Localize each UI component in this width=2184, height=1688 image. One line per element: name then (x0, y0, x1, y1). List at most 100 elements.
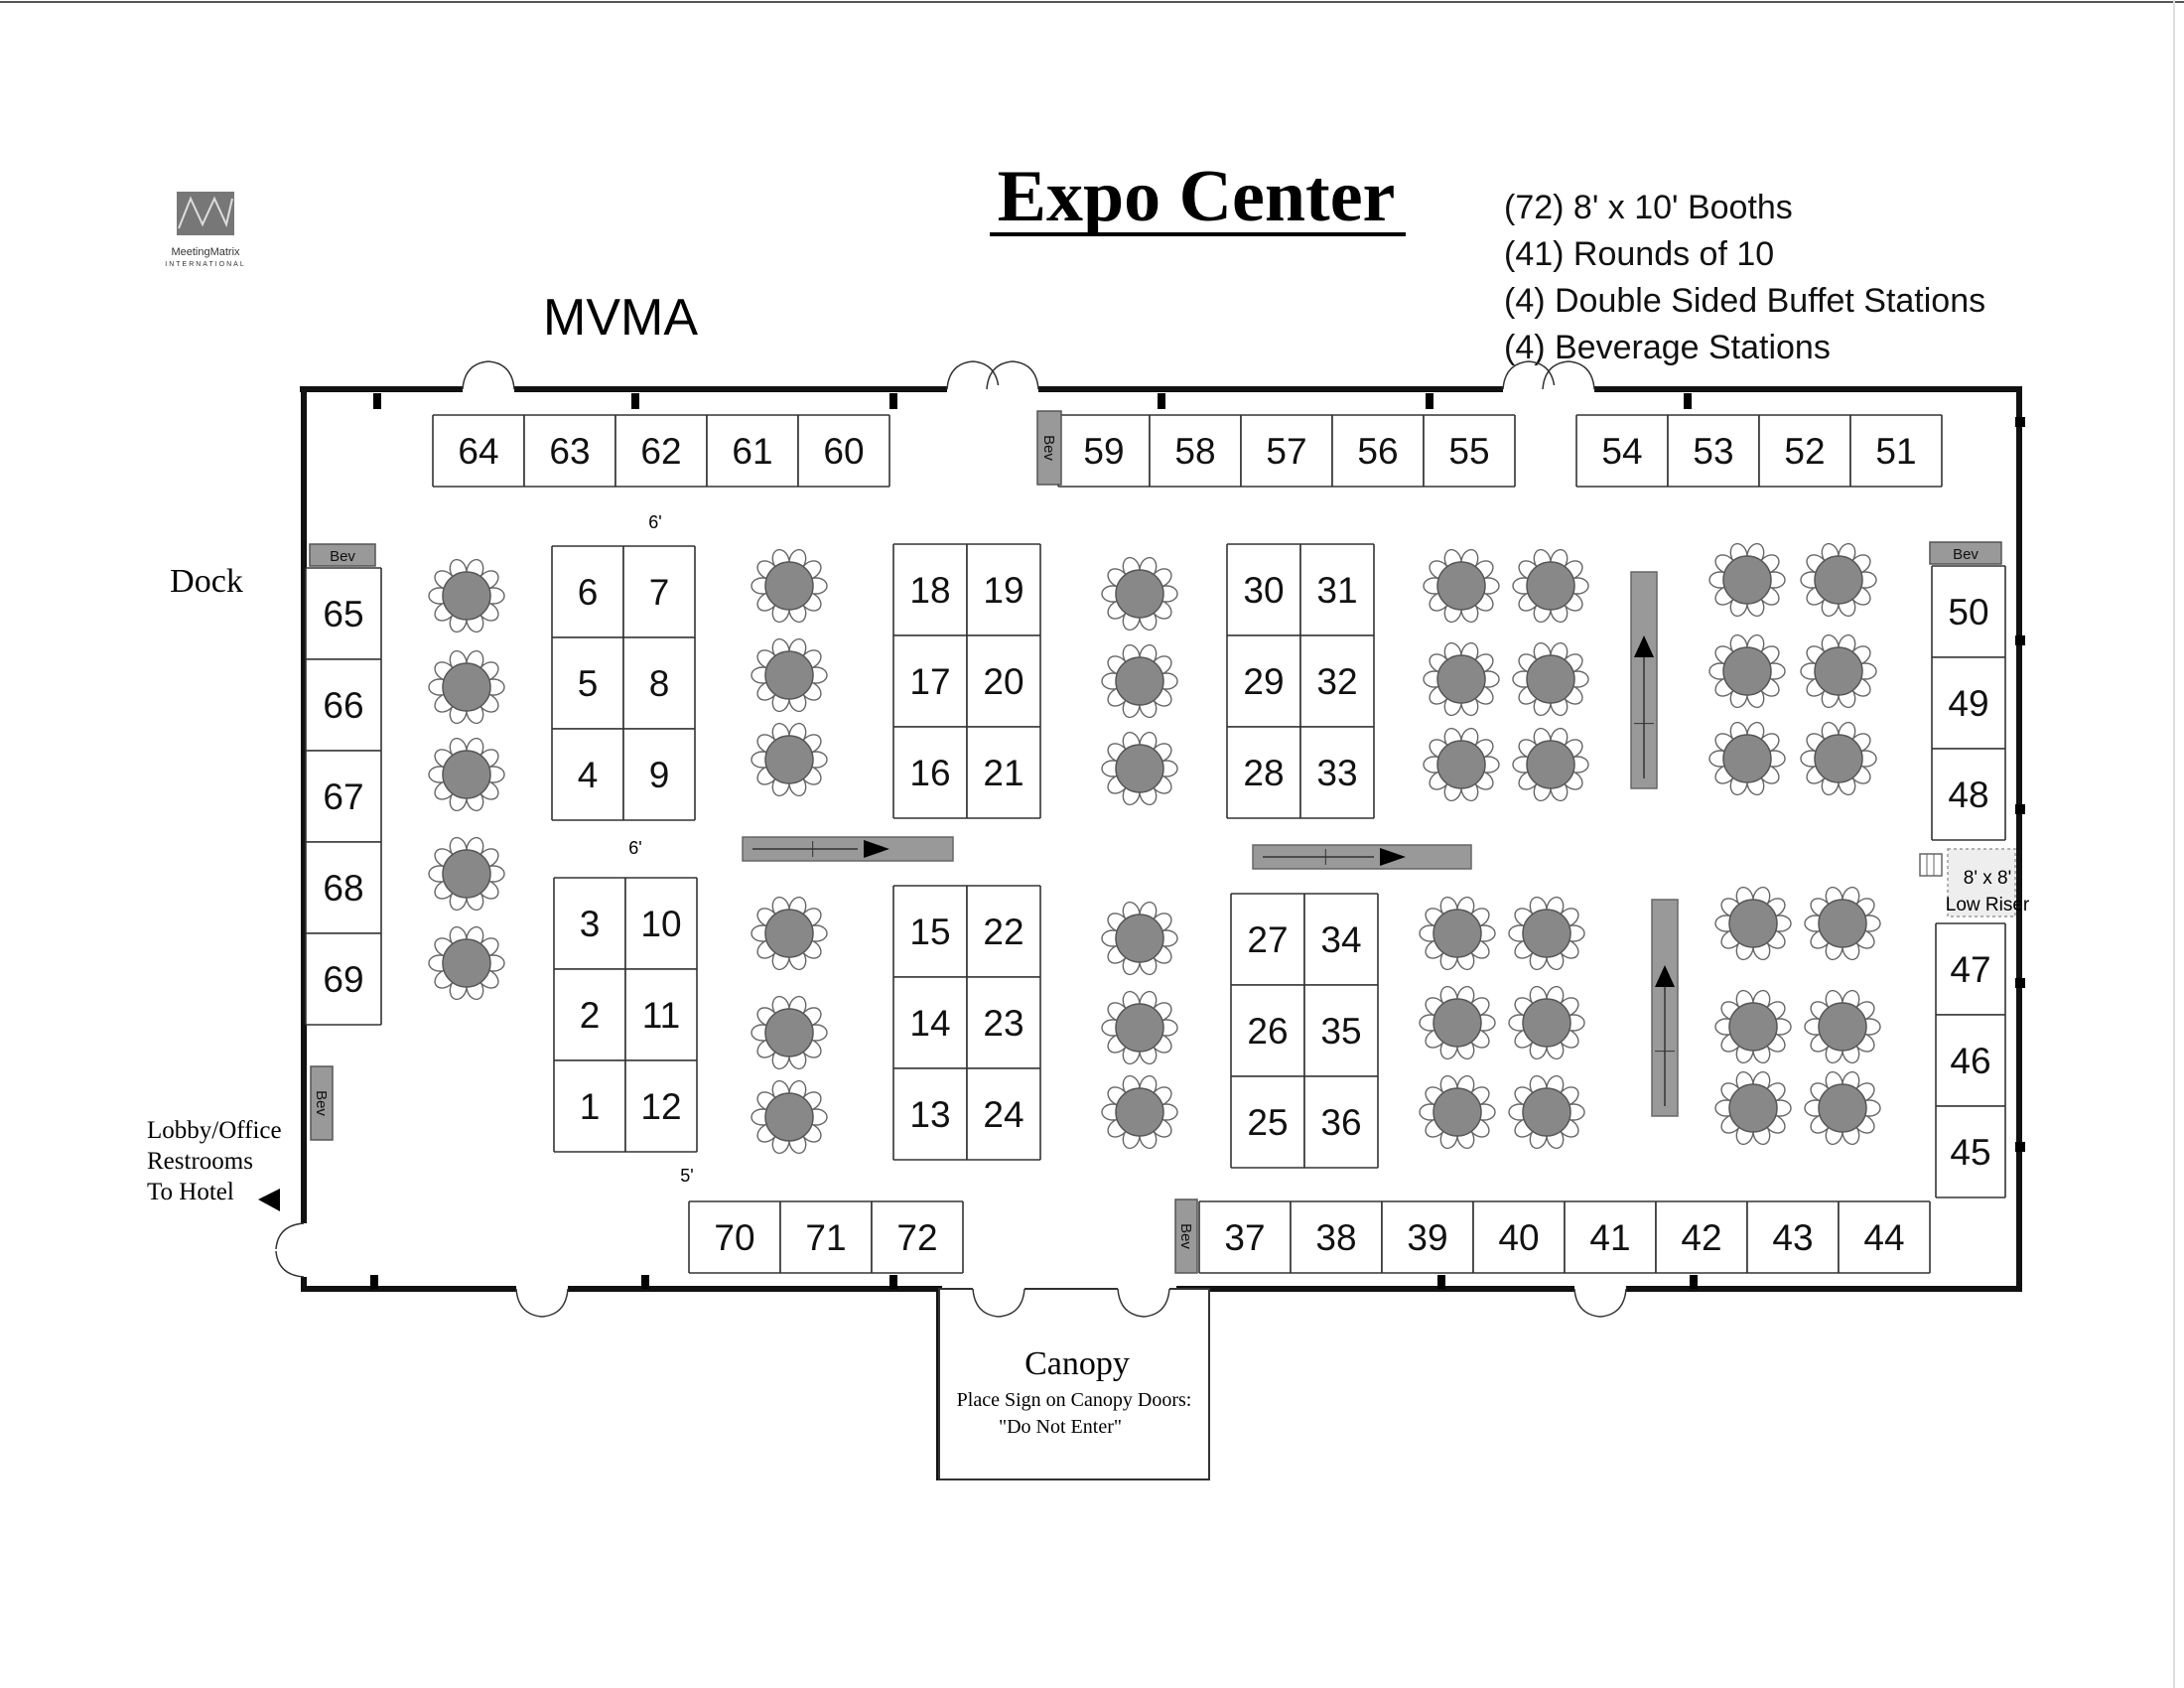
booth-number: 2 (580, 995, 601, 1036)
booth-number: 54 (1601, 431, 1642, 472)
canopy-title: Canopy (1024, 1345, 1130, 1382)
gap-label-6ft-top: 6' (648, 512, 661, 532)
round-table-icon (1423, 641, 1500, 717)
booth-42: 42 (1655, 1200, 1748, 1274)
booth-number: 65 (323, 594, 363, 634)
booth-20: 20 (966, 634, 1041, 728)
lobby-line-2: Restrooms (147, 1148, 253, 1175)
riser-size: 8' x 8' (1964, 868, 2011, 889)
round-table-icon (751, 722, 828, 797)
booth-62: 62 (614, 414, 708, 488)
booth-number: 7 (649, 572, 670, 613)
booth-number: 69 (323, 959, 363, 1000)
booth-number: 5 (578, 663, 599, 704)
booth-number: 41 (1589, 1217, 1630, 1258)
booth-43: 43 (1746, 1200, 1840, 1274)
booth-number: 37 (1224, 1217, 1265, 1258)
booth-5: 5 (551, 636, 624, 730)
booth-number: 19 (983, 570, 1024, 611)
door-icon (515, 1285, 569, 1318)
booth-number: 58 (1174, 431, 1215, 472)
summary-list: (72) 8' x 10' Booths (41) Rounds of 10 (… (1504, 189, 1985, 366)
booth-4: 4 (551, 728, 624, 821)
booth-number: 71 (805, 1217, 846, 1258)
round-table-icon (428, 836, 505, 912)
booth-number: 9 (649, 755, 670, 795)
booth-66: 66 (305, 658, 382, 752)
booth-14: 14 (892, 976, 968, 1069)
booth-48: 48 (1931, 748, 2006, 841)
booth-32: 32 (1299, 634, 1375, 728)
booth-number: 29 (1243, 661, 1284, 702)
round-table-icon (1101, 643, 1178, 719)
round-table-icon (1508, 896, 1585, 971)
booth-9: 9 (622, 728, 696, 821)
booth-number: 39 (1407, 1217, 1447, 1258)
round-tables (428, 542, 1881, 1155)
round-table-icon (751, 637, 828, 713)
low-riser: 8' x 8' Low Riser (1919, 848, 2030, 917)
booth-number: 49 (1948, 683, 1988, 724)
booth-number: 59 (1083, 431, 1124, 472)
booth-53: 53 (1667, 414, 1760, 488)
booth-41: 41 (1564, 1200, 1657, 1274)
booth-number: 64 (458, 431, 498, 472)
round-table-icon (1800, 633, 1877, 709)
booth-number: 24 (983, 1094, 1024, 1135)
booth-49: 49 (1931, 656, 2006, 750)
booth-17: 17 (892, 634, 968, 728)
booth-number: 16 (909, 753, 950, 793)
booth-number: 47 (1950, 949, 1990, 990)
booth-51: 51 (1849, 414, 1943, 488)
booth-52: 52 (1758, 414, 1851, 488)
beverage-station: Bev (1929, 541, 2002, 565)
booth-number: 31 (1316, 570, 1357, 611)
doors (275, 360, 1627, 1318)
arrow-right-icon (864, 840, 889, 858)
booth-63: 63 (523, 414, 616, 488)
booth-64: 64 (432, 414, 525, 488)
booth-15: 15 (892, 885, 968, 978)
booth-number: 13 (909, 1094, 950, 1135)
round-table-icon (1512, 548, 1589, 624)
booth-number: 55 (1448, 431, 1489, 472)
booth-number: 44 (1863, 1217, 1904, 1258)
org-label: MVMA (543, 289, 698, 347)
canopy-note-line-1: Place Sign on Canopy Doors: (957, 1389, 1192, 1411)
bev-label: Bev (330, 548, 355, 565)
booth-number: 36 (1320, 1102, 1361, 1143)
booth-number: 45 (1950, 1132, 1990, 1173)
lobby-line-3: To Hotel (147, 1179, 234, 1205)
booth-number: 42 (1681, 1217, 1721, 1258)
gap-label-6ft-mid: 6' (628, 838, 641, 858)
door-icon (275, 1222, 310, 1278)
bev-label: Bev (1040, 435, 1057, 461)
round-table-icon (1714, 1070, 1792, 1146)
booth-72: 72 (871, 1200, 964, 1274)
round-table-icon (751, 896, 828, 971)
booth-number: 62 (640, 431, 681, 472)
booth-8: 8 (622, 636, 696, 730)
booth-12: 12 (624, 1059, 698, 1153)
booth-number: 17 (909, 661, 950, 702)
booth-number: 56 (1357, 431, 1398, 472)
booth-number: 23 (983, 1003, 1024, 1044)
booth-46: 46 (1935, 1014, 2006, 1107)
arrow-up-icon (1634, 635, 1654, 657)
booth-13: 13 (892, 1067, 968, 1161)
booth-30: 30 (1226, 543, 1301, 636)
booth-number: 51 (1875, 431, 1916, 472)
booth-number: 46 (1950, 1041, 1990, 1081)
booth-number: 18 (909, 570, 950, 611)
canopy-note-line-2: "Do Not Enter" (999, 1416, 1122, 1438)
booth-11: 11 (624, 968, 698, 1061)
booth-44: 44 (1838, 1200, 1931, 1274)
buffet-station (1630, 571, 1658, 789)
round-table-icon (1714, 989, 1792, 1064)
booth-number: 72 (896, 1217, 937, 1258)
door-icon (986, 360, 1039, 393)
booth-38: 38 (1290, 1200, 1383, 1274)
beverage-station: Bev (1174, 1198, 1198, 1274)
meetingmatrix-logo: MeetingMatrix INTERNATIONAL (165, 192, 244, 268)
